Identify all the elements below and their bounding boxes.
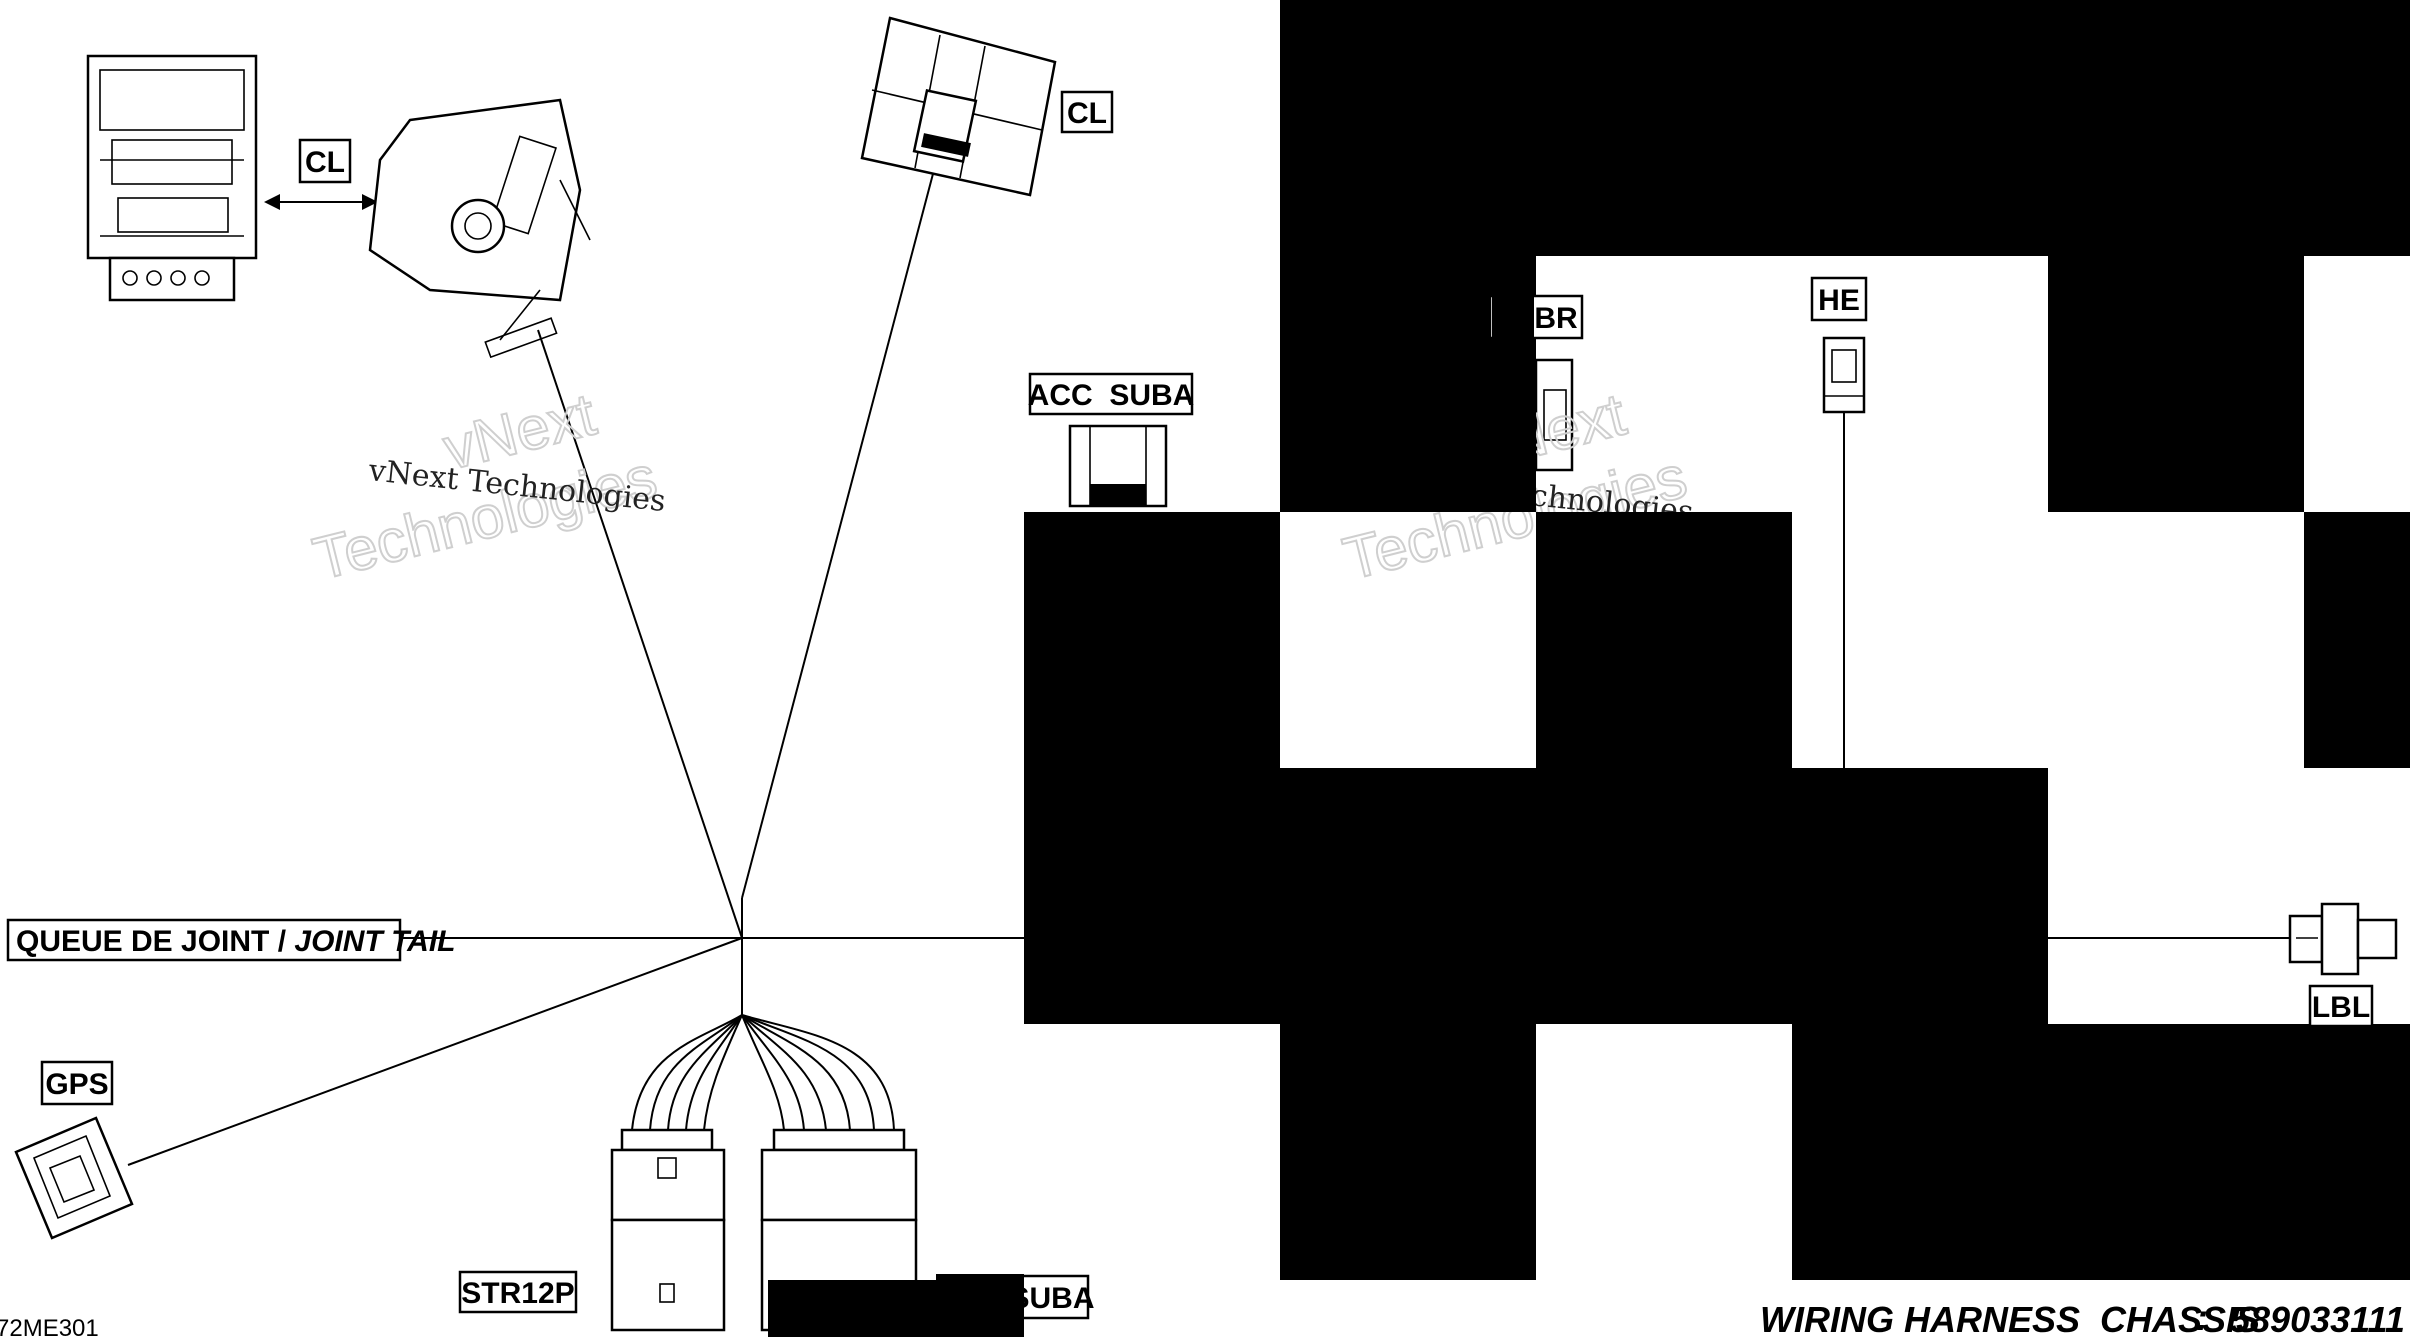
- figure-code: 72ME301: [0, 1315, 99, 1337]
- label-suba-bottom: SUBA: [936, 1274, 1095, 1337]
- connector-str12p: [610, 1128, 726, 1332]
- svg-text:CL: CL: [305, 146, 345, 179]
- wire-to-cl-top: [741, 169, 935, 899]
- redaction-blocks: [768, 0, 2410, 1337]
- harness-wires: [127, 169, 2290, 1166]
- label-br: BR: [1488, 294, 1584, 340]
- label-gps: GPS: [40, 1060, 114, 1106]
- svg-text:LBL: LBL: [2312, 991, 2370, 1024]
- svg-text:GPS: GPS: [45, 1068, 108, 1101]
- footer-title: WIRING HARNESS CHASSIS : 589033111: [1760, 1297, 2405, 1337]
- connector-cl-top: [860, 16, 1057, 197]
- footer-part-number: 589033111: [2230, 1299, 2405, 1337]
- watermark-left: vNext Technologies vNext Technologies: [306, 379, 667, 593]
- label-acc-suba: ACC SUBA: [1028, 372, 1195, 416]
- svg-text:ACC SUBA: ACC SUBA: [1028, 379, 1195, 412]
- label-queue-de-joint: QUEUE DE JOINT /: [16, 925, 294, 958]
- svg-text:QUEUE DE JOINT / JOINT TAIL: QUEUE DE JOINT / JOINT TAIL: [16, 925, 456, 958]
- svg-text:HE: HE: [1818, 284, 1860, 317]
- svg-text:BR: BR: [1534, 302, 1578, 335]
- label-cl-left: CL: [298, 138, 352, 184]
- label-lbl: LBL: [2308, 984, 2374, 1028]
- footer-harness-title: WIRING HARNESS CHASSIS: [1760, 1299, 2260, 1337]
- label-joint-tail: QUEUE DE JOINT / JOINT TAIL: [6, 918, 456, 962]
- wire-to-gps: [127, 937, 743, 1166]
- connector-br: [1534, 358, 1574, 472]
- label-cl-top: CL: [1060, 90, 1114, 134]
- svg-text:CL: CL: [1067, 97, 1107, 130]
- label-joint-tail-italic: JOINT TAIL: [294, 925, 455, 958]
- wire-to-cl-left: [537, 329, 743, 939]
- connector-acc-suba: [1068, 424, 1168, 508]
- label-he: HE: [1810, 276, 1868, 322]
- connector-cl-front-view: [86, 54, 258, 302]
- wire-bundle-str12p: [631, 1014, 743, 1131]
- connector-he: [1822, 336, 1866, 414]
- double-arrow-cl: [264, 194, 378, 210]
- wire-bundle-suba: [741, 1014, 895, 1131]
- connector-gps: [14, 1116, 134, 1240]
- label-str12p: STR12P: [458, 1270, 578, 1314]
- connector-cl-side-view: [368, 98, 591, 359]
- connector-lbl: [2288, 902, 2398, 976]
- footer-separator: :: [2196, 1297, 2208, 1337]
- svg-text:STR12P: STR12P: [461, 1277, 574, 1310]
- svg-text:SUBA: SUBA: [1009, 1282, 1094, 1315]
